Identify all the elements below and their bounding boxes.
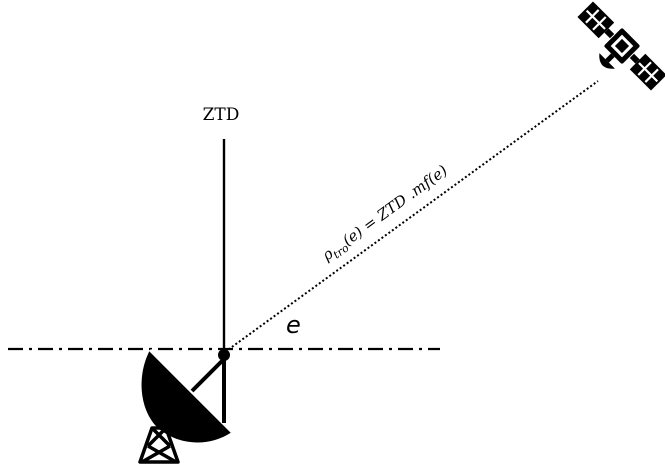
zenith-label: ZTD bbox=[203, 105, 240, 125]
elevation-angle-label: e bbox=[286, 311, 301, 339]
slant-delay-formula: ρtro(e) = ZTD .mf(e) bbox=[318, 161, 453, 267]
satellite-icon bbox=[577, 1, 665, 91]
formula-rest: (e) = ZTD .mf(e) bbox=[339, 161, 451, 249]
ground-station-dish-icon bbox=[138, 348, 234, 464]
slant-path-line bbox=[224, 80, 599, 353]
